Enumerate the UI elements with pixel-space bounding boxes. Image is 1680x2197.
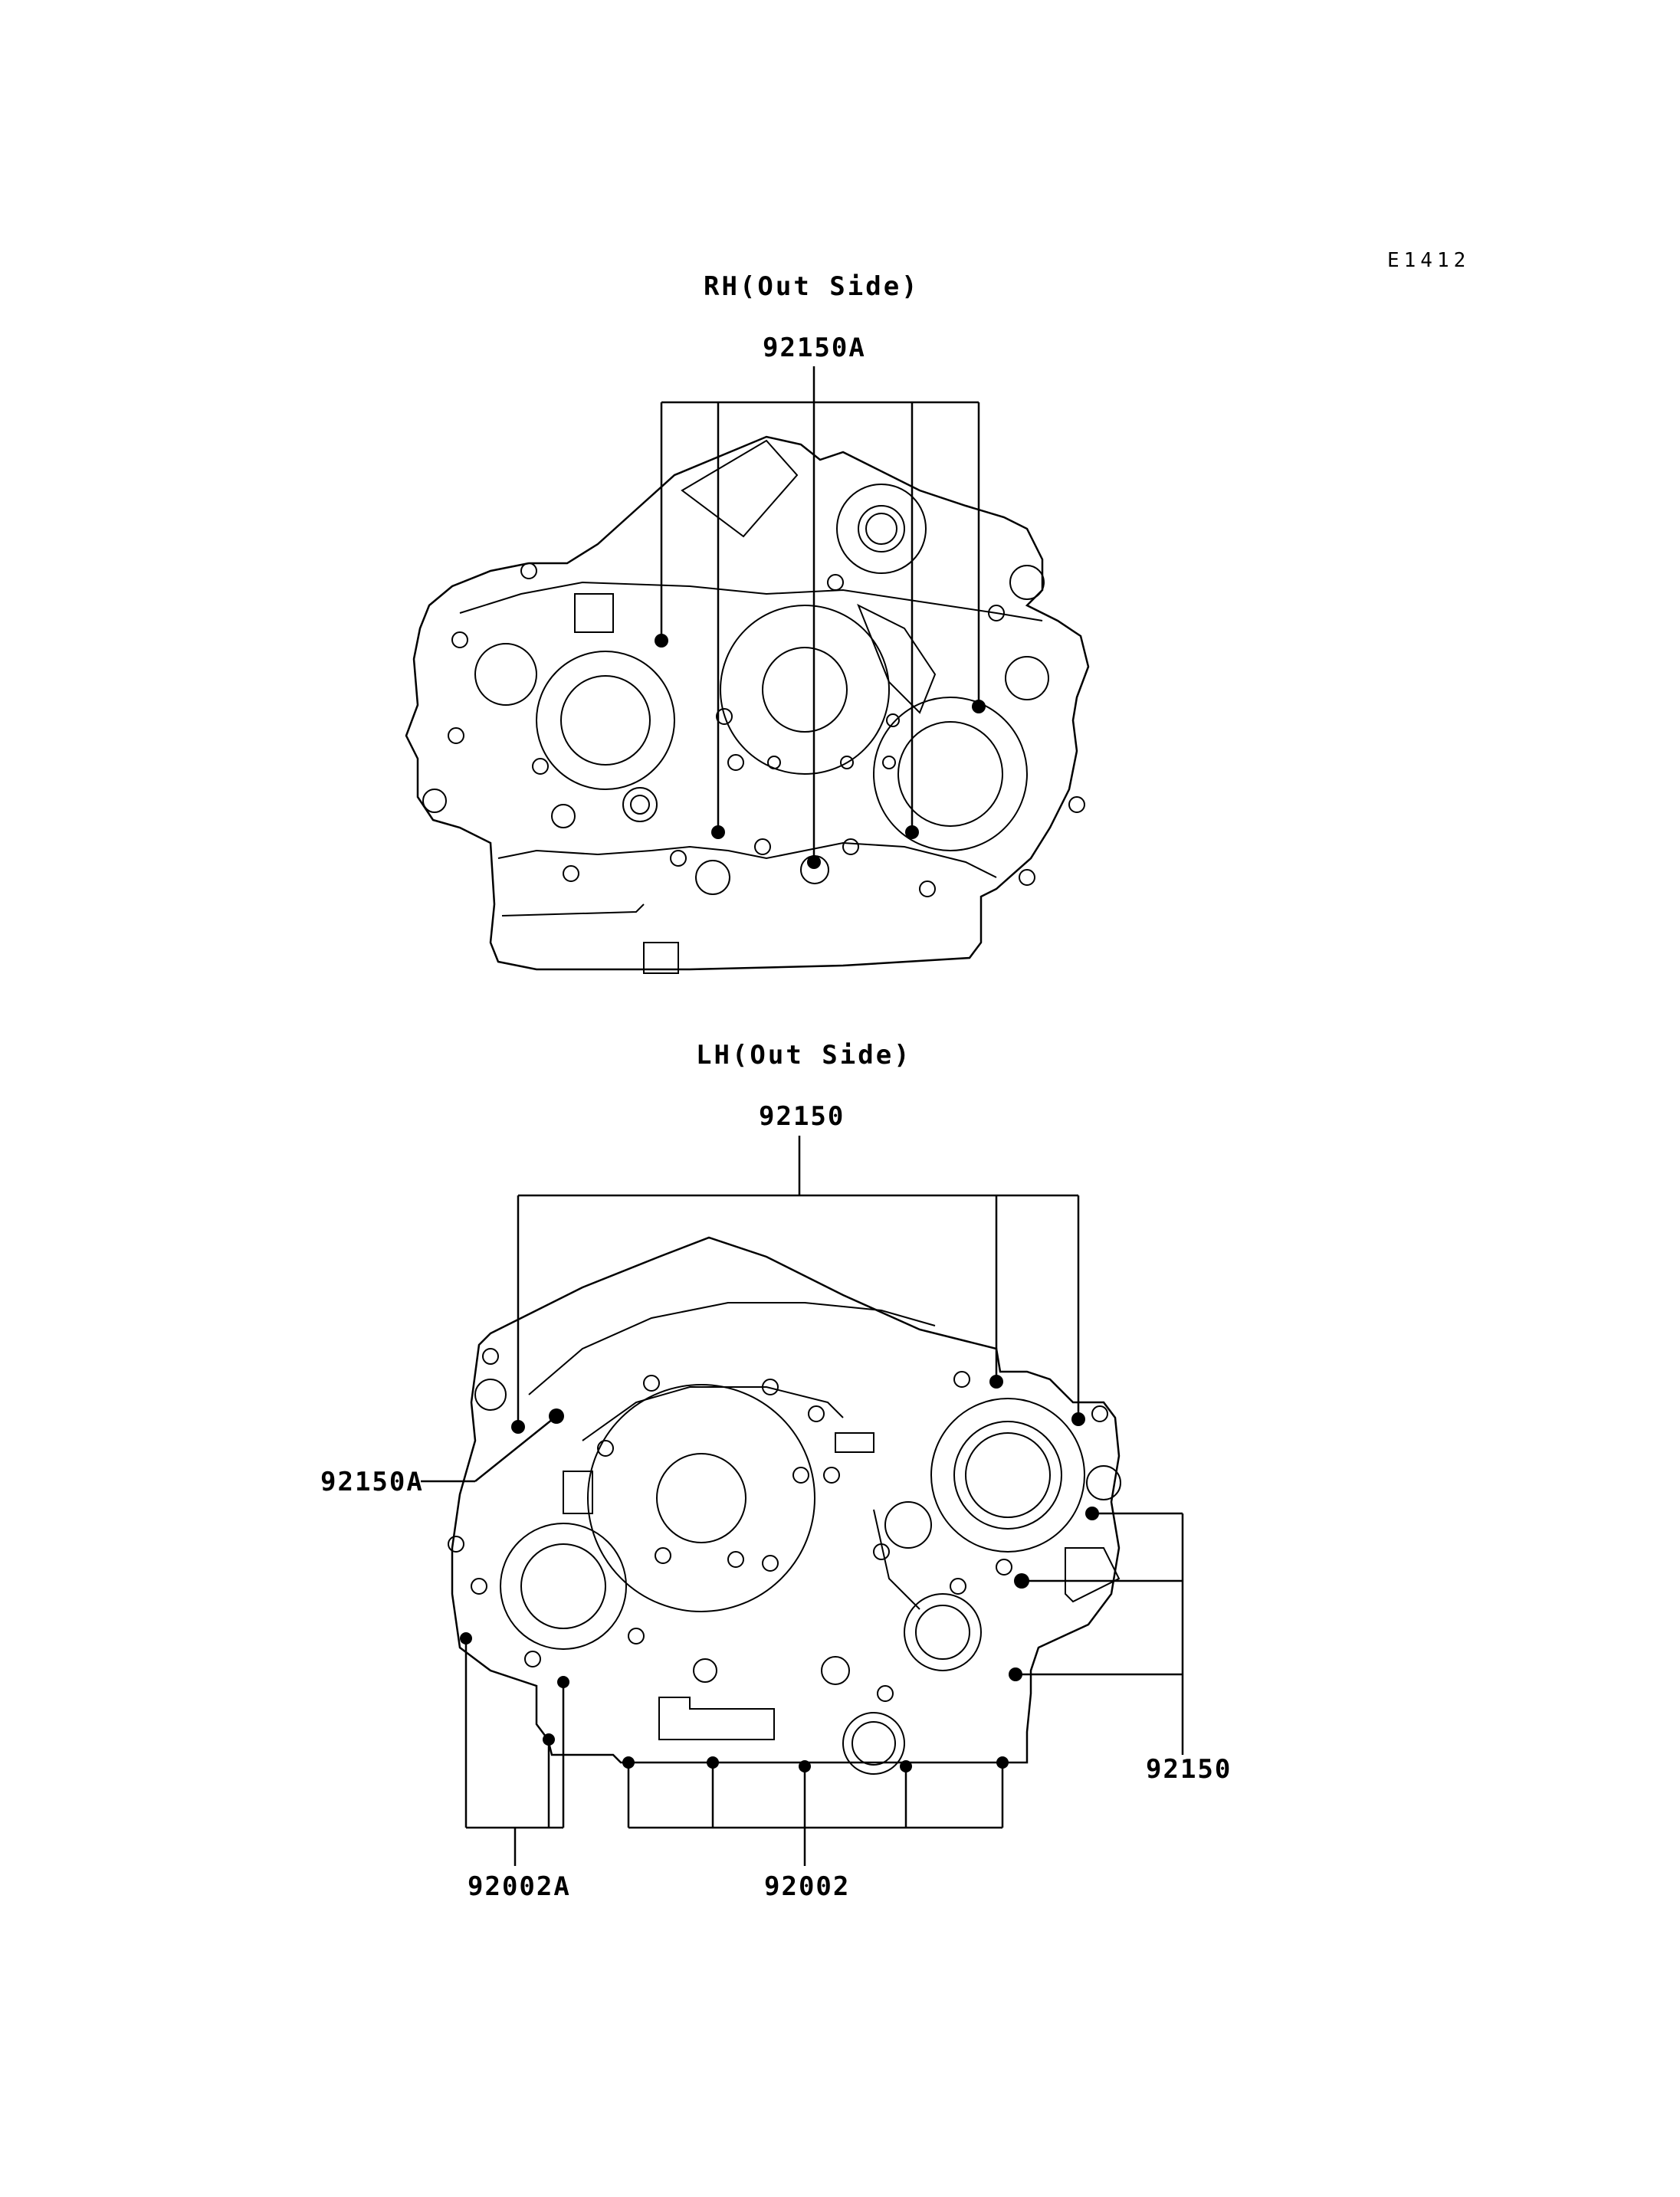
rh-bolt-marker bbox=[972, 700, 986, 713]
rh-bolt-markers bbox=[655, 634, 986, 869]
lh-callout-92002a[interactable]: 92002A bbox=[468, 1871, 571, 1902]
lh-crankcase-drawing bbox=[448, 1236, 1121, 1775]
rh-crankcase-drawing bbox=[405, 435, 1090, 974]
lh-leader-lines bbox=[421, 1136, 1184, 1866]
lh-bolt-marker bbox=[996, 1756, 1009, 1769]
lh-view-title: LH(Out Side) bbox=[696, 1040, 912, 1071]
lh-bolt-marker bbox=[1085, 1507, 1099, 1520]
rh-callout-92150a[interactable]: 92150A bbox=[763, 333, 866, 363]
lh-bolt-marker bbox=[1009, 1667, 1022, 1681]
rh-view-title: RH(Out Side) bbox=[704, 271, 920, 302]
rh-leader-lines bbox=[660, 366, 980, 862]
rh-view: RH(Out Side) 92150A bbox=[405, 271, 1090, 974]
lh-bolt-marker bbox=[1071, 1412, 1085, 1426]
drawing-code: E1412 bbox=[1387, 249, 1470, 272]
lh-bolt-marker bbox=[1014, 1573, 1029, 1589]
lh-bolt-marker bbox=[557, 1676, 569, 1688]
lh-bolt-marker bbox=[989, 1375, 1003, 1389]
rh-bolt-marker bbox=[655, 634, 668, 648]
lh-bolt-marker bbox=[549, 1408, 564, 1424]
rh-bolt-marker bbox=[807, 855, 821, 869]
lh-bolt-marker bbox=[460, 1632, 472, 1644]
lh-bolt-marker bbox=[622, 1756, 635, 1769]
lh-callout-92150a-left[interactable]: 92150A bbox=[320, 1467, 424, 1497]
lh-callout-92150-top[interactable]: 92150 bbox=[759, 1101, 845, 1132]
lh-bolt-marker bbox=[543, 1733, 555, 1746]
lh-callout-92150-right[interactable]: 92150 bbox=[1146, 1754, 1232, 1785]
lh-bolt-marker bbox=[707, 1756, 719, 1769]
rh-bolt-marker bbox=[711, 825, 725, 839]
lh-bolt-marker bbox=[511, 1420, 525, 1434]
rh-bolt-marker bbox=[905, 825, 919, 839]
lh-bolt-markers bbox=[460, 1375, 1099, 1772]
lh-callout-92002[interactable]: 92002 bbox=[764, 1871, 850, 1902]
lh-bolt-marker bbox=[799, 1760, 811, 1772]
lh-bolt-marker bbox=[900, 1760, 912, 1772]
lh-view: LH(Out Side) 92150 92150A 92150 92002A 9… bbox=[320, 1040, 1232, 1902]
